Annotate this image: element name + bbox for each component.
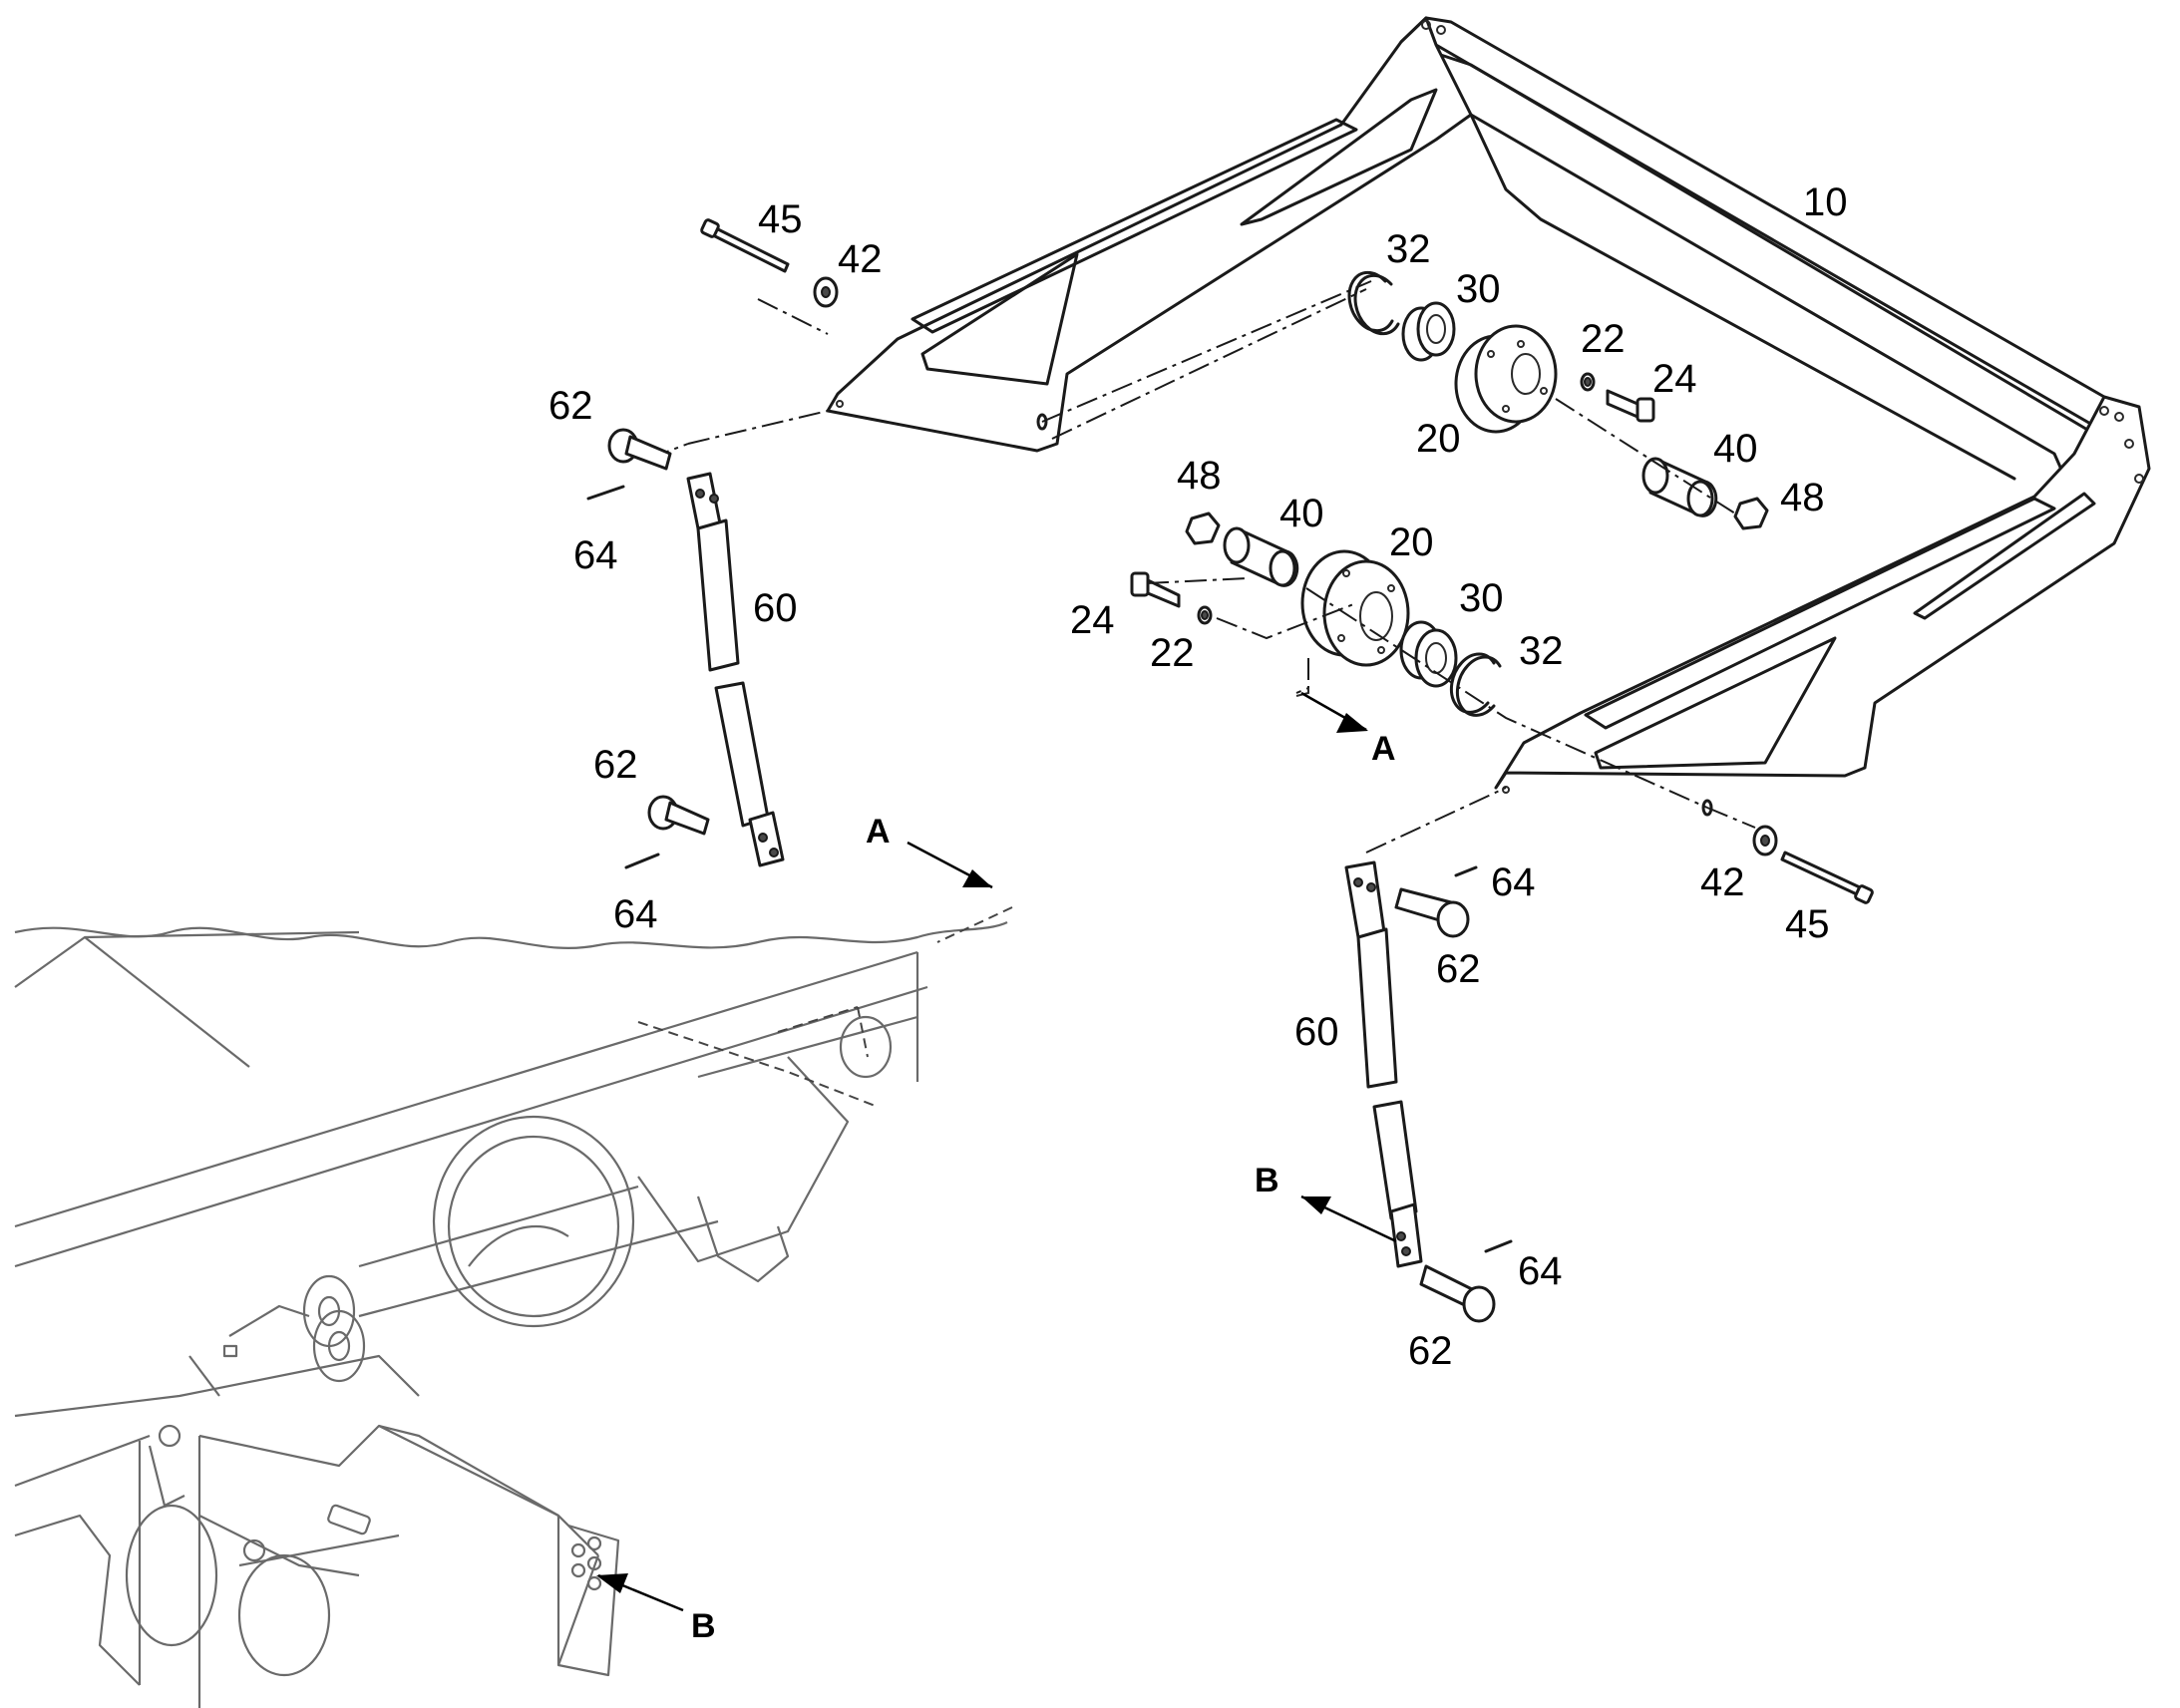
view-arrow-b-left	[596, 1573, 684, 1612]
callout-60: 60	[1294, 1010, 1339, 1054]
view-ref-b: B	[691, 1607, 716, 1645]
bolt-45-upper	[700, 218, 839, 308]
view-reference-labels: A A B B	[691, 730, 1396, 1645]
callout-64: 64	[573, 533, 618, 577]
callout-48: 48	[1780, 476, 1825, 519]
callout-64: 64	[1518, 1249, 1563, 1293]
view-ref-b: B	[1255, 1162, 1279, 1199]
callout-30: 30	[1459, 576, 1504, 620]
callout-40: 40	[1713, 427, 1758, 471]
callout-62: 62	[548, 384, 593, 428]
view-ref-a: A	[866, 813, 891, 851]
view-ref-a: A	[1371, 730, 1396, 768]
callout-45: 45	[758, 197, 803, 241]
callout-42: 42	[838, 237, 883, 281]
callout-20: 20	[1416, 417, 1461, 461]
strut-60-right	[1344, 860, 1513, 1323]
callout-10: 10	[1803, 180, 1848, 224]
hardware-lower	[1130, 512, 1502, 717]
callout-24: 24	[1070, 598, 1115, 642]
hardware-upper	[1347, 270, 1769, 530]
callout-62: 62	[1408, 1329, 1453, 1373]
center-lines	[647, 280, 1756, 854]
frame-part-10	[826, 16, 2151, 817]
view-arrow-a-left	[907, 841, 1013, 943]
view-arrow-a-right	[1295, 688, 1368, 733]
strut-60-left	[586, 428, 785, 869]
callout-60: 60	[753, 586, 798, 630]
callout-42: 42	[1700, 860, 1745, 904]
callout-22: 22	[1150, 631, 1195, 675]
view-arrow-b-right	[1300, 1195, 1397, 1243]
callout-20: 20	[1389, 520, 1434, 564]
vehicle-chassis	[14, 921, 1008, 1708]
callout-62: 62	[593, 743, 638, 787]
callout-40: 40	[1279, 492, 1324, 535]
callout-30: 30	[1456, 267, 1501, 311]
callout-48: 48	[1177, 454, 1222, 498]
callout-labels: 10 32 30 22 24 20 40 48 45 42 62 64 60 4…	[548, 180, 1848, 1373]
callout-24: 24	[1652, 357, 1697, 401]
callout-22: 22	[1581, 317, 1626, 361]
callout-64: 64	[1491, 860, 1536, 904]
callout-45: 45	[1785, 902, 1830, 946]
callout-62: 62	[1436, 947, 1481, 991]
callout-32: 32	[1519, 629, 1564, 673]
bolt-45-lower	[1752, 825, 1874, 904]
callout-64: 64	[613, 892, 658, 936]
callout-32: 32	[1386, 227, 1431, 271]
